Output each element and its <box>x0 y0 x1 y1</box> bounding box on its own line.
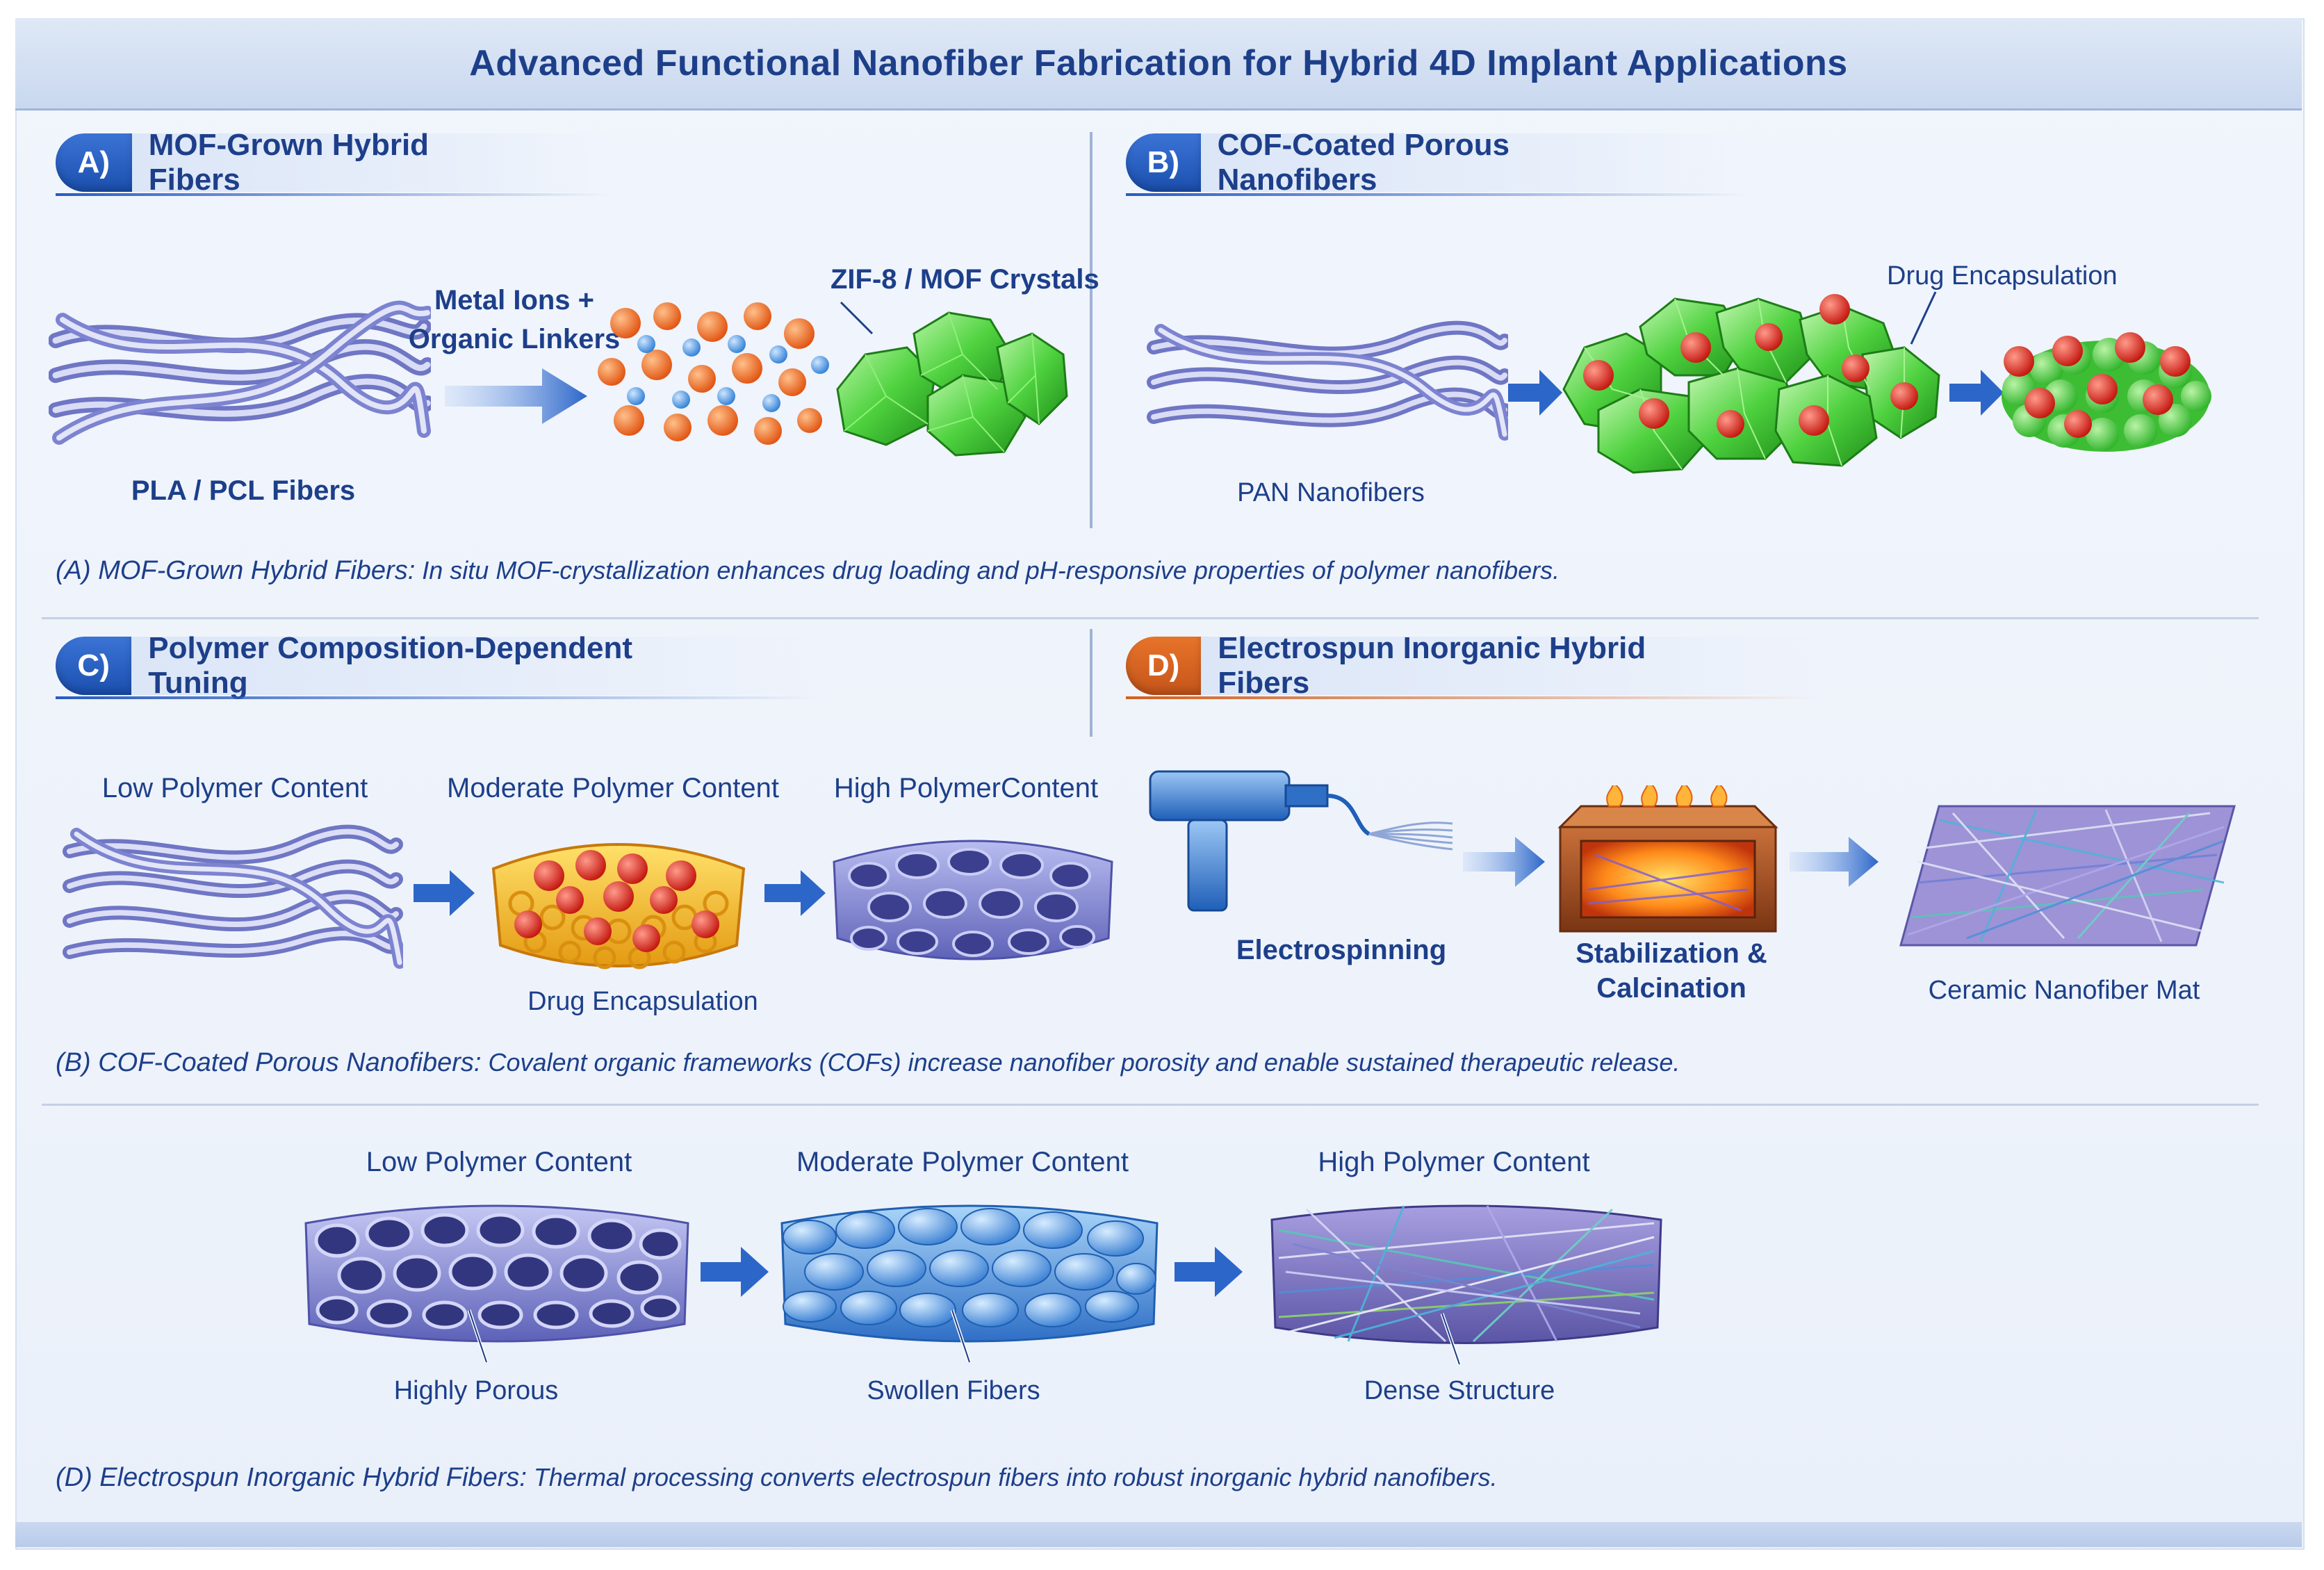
divider-vertical-top <box>1090 132 1093 528</box>
ceramic-nanofiber-mat-illustration <box>1899 805 2236 947</box>
arrow-a1-icon <box>445 368 587 424</box>
electrospinning-label: Electrospinning <box>1236 935 1447 965</box>
caption-b-lead: (B) COF-Coated Porous Nanofibers: <box>56 1048 482 1077</box>
caption-a-body: In situ MOF-crystallization enhances dru… <box>415 556 1560 584</box>
caption-a: (A) MOF-Grown Hybrid Fibers: In situ MOF… <box>56 556 1560 586</box>
arrow-e1-icon <box>701 1247 769 1297</box>
section-b-title: COF-Coated Porous Nanofibers <box>1200 128 1751 197</box>
arrow-b1-icon <box>1508 370 1562 416</box>
caption-a-lead: (A) MOF-Grown Hybrid Fibers: <box>56 556 416 585</box>
pla-pcl-fibers-label: PLA / PCL Fibers <box>131 475 356 506</box>
divider-horizontal-1 <box>42 617 2259 619</box>
swollen-fibers-label: Swollen Fibers <box>867 1376 1040 1405</box>
figure-title: Advanced Functional Nanofiber Fabricatio… <box>469 43 1848 83</box>
arrow-e2-icon <box>1175 1247 1243 1297</box>
drug-pointer-line-b <box>1910 291 1937 345</box>
section-a-title: MOF-Grown Hybrid Fibers <box>131 128 612 197</box>
highly-porous-pointer-line <box>467 1309 489 1363</box>
caption-b: (B) COF-Coated Porous Nanofibers: Covale… <box>56 1048 1680 1078</box>
e-moderate-polymer-label: Moderate Polymer Content <box>796 1147 1129 1177</box>
pan-nanofibers-label: PAN Nanofibers <box>1237 478 1425 507</box>
c-moderate-polymer-scaffold-illustration <box>491 843 746 970</box>
section-d-badge: D) <box>1126 637 1202 695</box>
stabilization-label: Stabilization & <box>1576 938 1767 969</box>
c-moderate-polymer-label: Moderate Polymer Content <box>446 773 780 803</box>
section-d-title: Electrospun Inorganic Hybrid Fibers <box>1201 631 1821 700</box>
arrow-c1-icon <box>414 870 475 916</box>
section-c-title: Polymer Composition-Dependent Tuning <box>131 631 820 700</box>
pan-nanofibers-illustration <box>1147 320 1508 441</box>
metal-ions-label: Metal Ions + <box>434 285 595 316</box>
section-c-badge: C) <box>56 637 132 695</box>
e-high-polymer-label: High Polymer Content <box>1318 1147 1590 1177</box>
zif8-crystals-label: ZIF-8 / MOF Crystals <box>830 264 1099 295</box>
e-dense-structure-illustration <box>1270 1204 1662 1344</box>
section-d-header: D) Electrospun Inorganic Hybrid Fibers <box>1126 631 1821 700</box>
organic-linkers-label: Organic Linkers <box>408 324 621 354</box>
caption-b-body: Covalent organic frameworks (COFs) incre… <box>481 1048 1680 1077</box>
section-b-header: B) COF-Coated Porous Nanofibers <box>1126 128 1751 197</box>
section-b-badge: B) <box>1126 133 1201 192</box>
c-high-polymer-label: High PolymerContent <box>833 773 1099 803</box>
bottom-bar <box>15 1522 2302 1547</box>
calcination-label: Calcination <box>1596 973 1746 1004</box>
cof-coated-crystals-illustration <box>1562 294 1940 474</box>
arrow-d1-icon <box>1463 837 1545 887</box>
e-highly-porous-illustration <box>304 1204 689 1343</box>
drug-loaded-cluster-illustration <box>2002 332 2211 452</box>
electrospinning-gun-illustration <box>1149 770 1453 912</box>
c-high-polymer-porous-illustration <box>833 840 1113 960</box>
section-a-header: A) MOF-Grown Hybrid Fibers <box>56 128 612 197</box>
highly-porous-label: Highly Porous <box>393 1376 559 1405</box>
swollen-fibers-pointer-line <box>950 1309 972 1363</box>
divider-horizontal-2 <box>42 1104 2259 1106</box>
e-low-polymer-label: Low Polymer Content <box>366 1147 632 1177</box>
divider-vertical-middle <box>1090 629 1093 737</box>
arrow-b2-icon <box>1949 370 2004 416</box>
drug-encapsulation-label-b: Drug Encapsulation <box>1887 261 2118 291</box>
calcination-furnace-illustration <box>1557 785 1778 933</box>
caption-d-lead: (D) Electrospun Inorganic Hybrid Fibers: <box>56 1463 527 1492</box>
section-c-header: C) Polymer Composition-Dependent Tuning <box>56 631 820 700</box>
c-low-polymer-fibers-illustration <box>63 824 403 969</box>
arrow-d2-icon <box>1790 837 1879 887</box>
title-bar: Advanced Functional Nanofiber Fabricatio… <box>15 18 2302 111</box>
c-low-polymer-label: Low Polymer Content <box>101 773 368 803</box>
zif8-pointer-line <box>840 301 874 335</box>
pla-pcl-fibers-illustration <box>49 300 431 445</box>
dense-structure-label: Dense Structure <box>1364 1376 1555 1405</box>
metal-ion-linker-particles-illustration <box>598 302 829 445</box>
section-a-badge: A) <box>56 133 132 192</box>
caption-d-body: Thermal processing converts electrospun … <box>526 1463 1498 1491</box>
e-swollen-fibers-illustration <box>780 1204 1159 1343</box>
dense-structure-pointer-line <box>1440 1313 1462 1365</box>
ceramic-mat-label: Ceramic Nanofiber Mat <box>1928 976 2200 1005</box>
caption-d: (D) Electrospun Inorganic Hybrid Fibers:… <box>56 1463 1498 1493</box>
zif8-crystals-illustration <box>836 311 1068 457</box>
c-drug-encapsulation-label: Drug Encapsulation <box>527 987 758 1016</box>
arrow-c2-icon <box>764 870 826 916</box>
